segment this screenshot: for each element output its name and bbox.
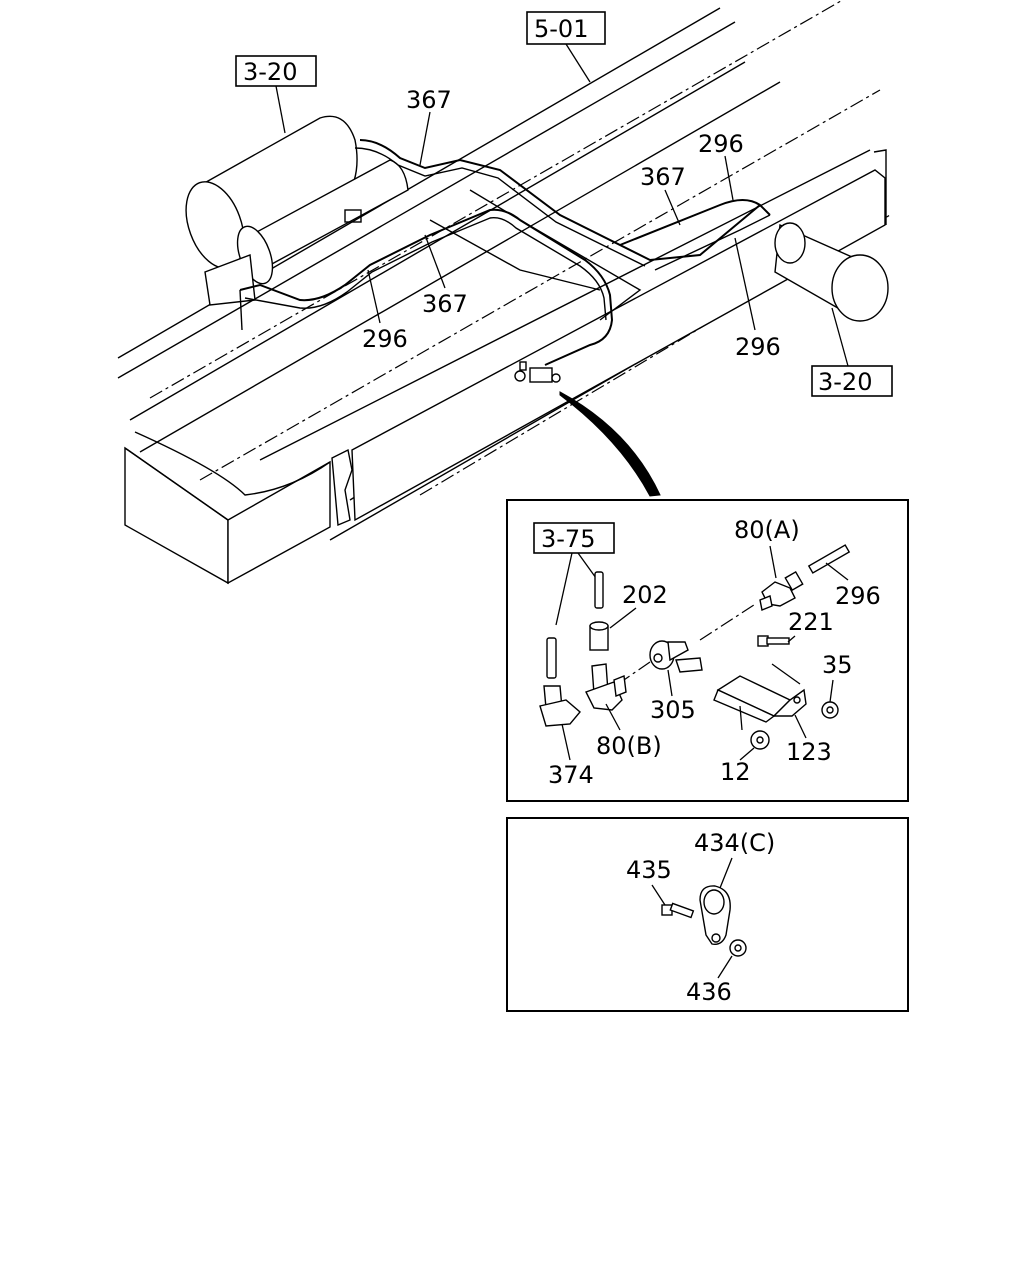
brake-pipes: [239, 139, 771, 366]
callout-label: 367: [406, 86, 452, 114]
nut-436-icon: [729, 939, 747, 957]
callout-label: 367: [640, 163, 686, 191]
callout-305: 305: [650, 696, 696, 724]
ref-box-3-20-right: 3-20: [811, 307, 893, 397]
callout-434c: 434(C): [694, 829, 775, 857]
callout-label: 296: [735, 333, 781, 361]
callout-435: 435: [626, 856, 672, 884]
nut-35-icon: [821, 701, 839, 719]
callout-436: 436: [686, 978, 732, 1006]
ref-box-5-01: 5-01: [526, 11, 606, 83]
callout-367-mid: 367: [640, 163, 686, 226]
ref-box-3-20-left: 3-20: [235, 55, 317, 134]
detail-pointer-arrow: [559, 391, 661, 497]
callout-label: 3-20: [818, 368, 872, 396]
sleeve-nut-icon: [589, 621, 609, 651]
callout-367-center: 367: [422, 234, 468, 318]
elbow-374-icon: [539, 685, 581, 727]
pipe-connector-icon: [514, 361, 561, 383]
union-a-icon: [759, 570, 804, 611]
callout-367-top: 367: [406, 86, 452, 166]
callout-221: 221: [788, 608, 834, 636]
bracket-123-icon: [713, 663, 807, 731]
right-tank-icon: [774, 222, 889, 322]
tee-305-icon: [649, 640, 703, 673]
nut-12-icon: [750, 730, 770, 750]
detail-box-fittings: 3-75 202 80(A) 296 221: [506, 499, 909, 802]
callout-80a: 80(A): [734, 516, 800, 544]
bolt-435-icon: [661, 902, 695, 919]
callout-label: 367: [422, 290, 468, 318]
callout-35: 35: [822, 651, 853, 679]
callout-label: 5-01: [534, 15, 588, 43]
callout-label: 296: [698, 130, 744, 158]
callout-374: 374: [548, 761, 594, 789]
ref-box-3-75: 3-75: [541, 525, 595, 553]
chassis-frame-view: [117, 0, 891, 585]
callout-123: 123: [786, 738, 832, 766]
detail-box-clip: 434(C) 435 436: [506, 817, 909, 1012]
bolt-221-icon: [757, 635, 790, 647]
callout-label: 296: [362, 325, 408, 353]
callout-202: 202: [622, 581, 668, 609]
callout-296-right: 296: [734, 237, 781, 361]
callout-296-detail: 296: [835, 582, 881, 610]
callout-80b: 80(B): [596, 732, 662, 760]
callout-296-top: 296: [698, 130, 744, 201]
callout-label: 3-20: [243, 58, 297, 86]
clip-434c-icon: [699, 885, 731, 945]
callout-12: 12: [720, 758, 751, 786]
callout-296-left: 296: [362, 269, 408, 353]
union-b-icon: [585, 663, 627, 711]
left-tank-icon: [185, 115, 409, 306]
